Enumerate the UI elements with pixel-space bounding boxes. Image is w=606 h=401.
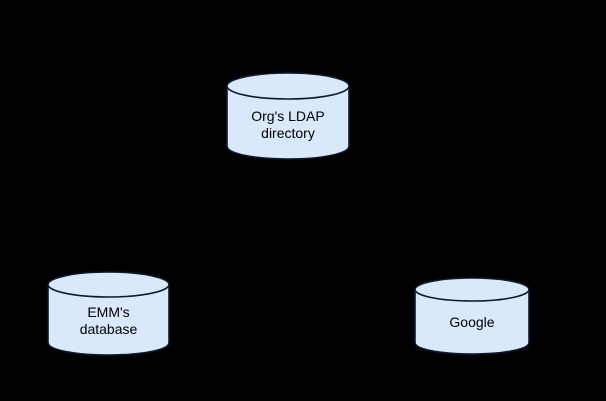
node-org-ldap-directory[interactable]: Org's LDAP directory (226, 72, 350, 160)
cylinder-shape-google (414, 277, 530, 355)
cylinder-shape-emm (47, 271, 170, 356)
node-emm-database[interactable]: EMM's database (47, 271, 170, 356)
cylinder-shape-ldap (226, 72, 350, 160)
node-google[interactable]: Google (414, 277, 530, 355)
